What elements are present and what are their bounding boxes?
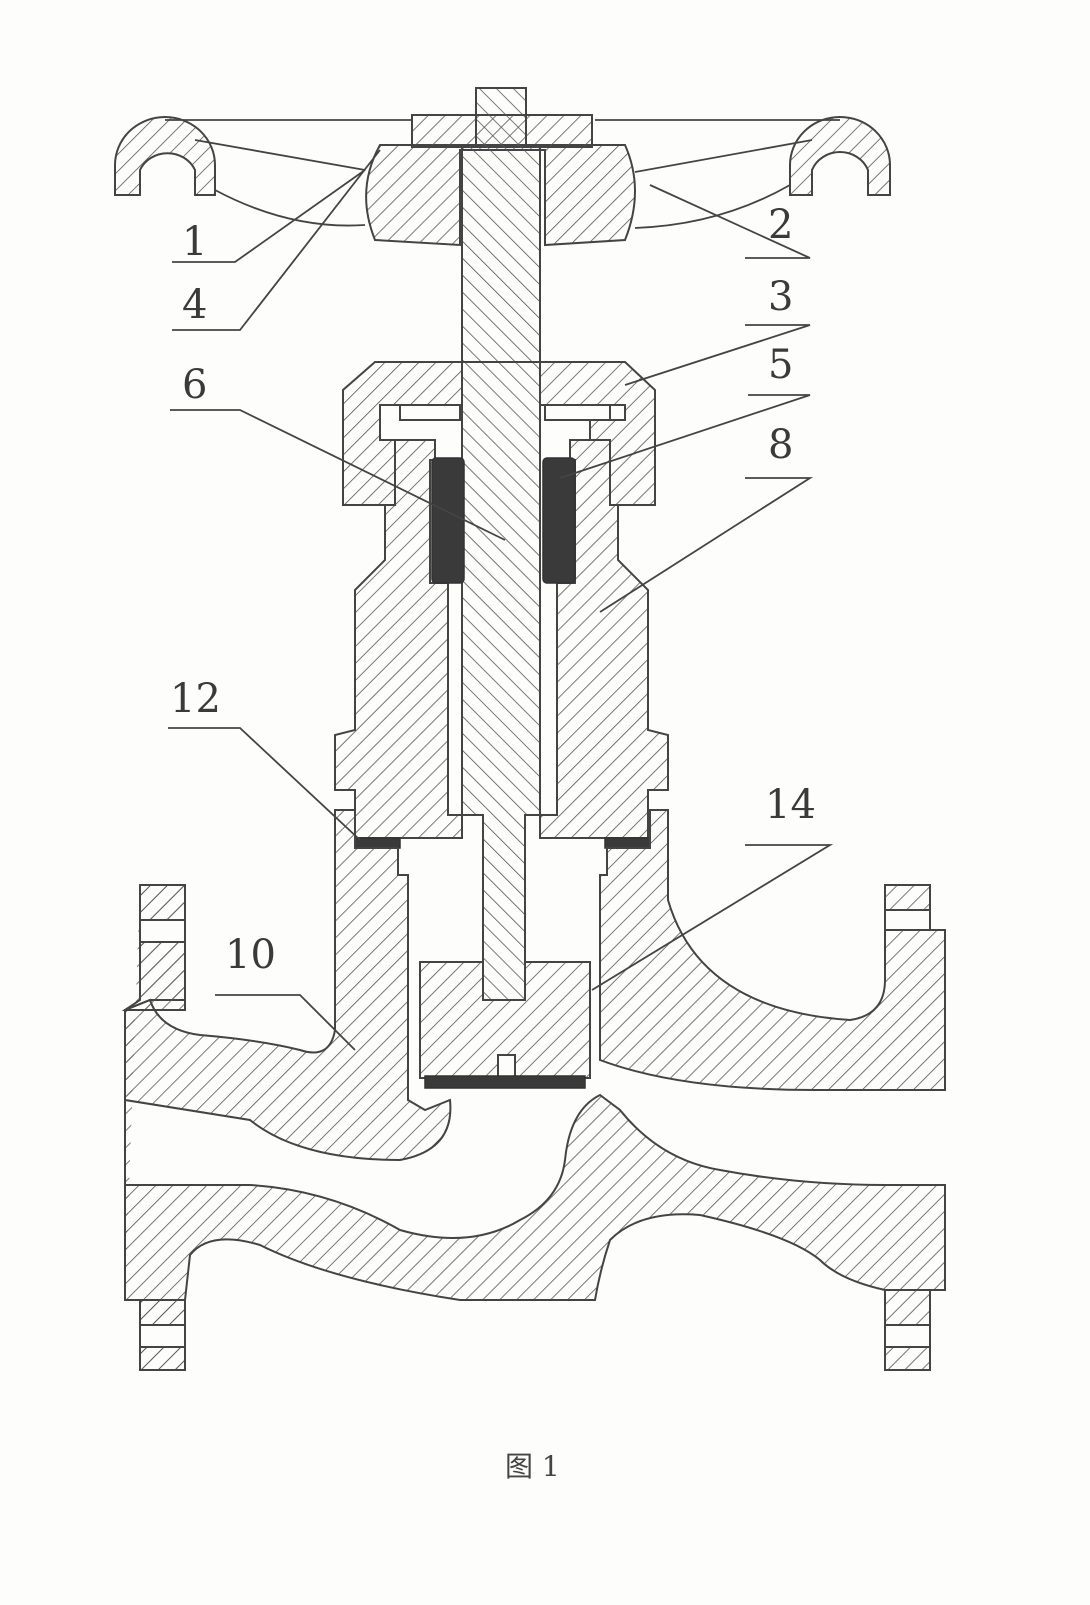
valve-stem — [461, 87, 541, 1001]
figure-caption: 图 1 — [505, 1450, 560, 1483]
packing-left — [431, 457, 465, 584]
gasket-right — [604, 837, 651, 849]
label-10: 10 — [225, 932, 276, 978]
gasket-left — [354, 837, 401, 849]
label-14: 14 — [765, 782, 816, 828]
leader-lines — [168, 149, 834, 1051]
packing-right — [542, 457, 576, 584]
label-1: 1 — [182, 219, 207, 265]
label-6: 6 — [182, 362, 207, 408]
valve-body — [121, 809, 946, 1371]
label-2: 2 — [768, 202, 793, 248]
disc-seal — [424, 1075, 586, 1089]
label-8: 8 — [768, 422, 793, 468]
label-12: 12 — [170, 676, 221, 722]
label-4: 4 — [182, 282, 207, 328]
label-3: 3 — [768, 274, 793, 320]
label-5: 5 — [768, 342, 793, 388]
